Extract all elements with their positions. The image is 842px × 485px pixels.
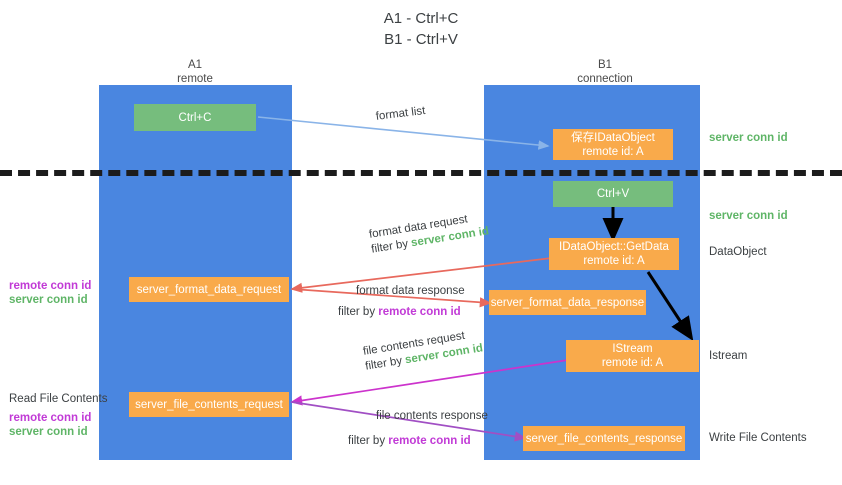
node-server-file-contents-response[interactable]: server_file_contents_response bbox=[523, 426, 685, 451]
phase-divider bbox=[0, 170, 842, 176]
annotation-read-file-contents: Read File Contents bbox=[9, 393, 108, 405]
node-ctrl-c[interactable]: Ctrl+C bbox=[134, 104, 256, 131]
arrow-file-contents-response bbox=[291, 401, 527, 442]
column-header-b1: B1 connection bbox=[540, 58, 670, 86]
annotation-server-conn-id-top: server conn id bbox=[709, 132, 788, 144]
annotation-remote-conn-id-2: remote conn id bbox=[9, 412, 92, 424]
arrow-format-data-response bbox=[291, 288, 492, 308]
node-istream[interactable]: IStream remote id: A bbox=[566, 340, 699, 372]
node-server-file-contents-request[interactable]: server_file_contents_request bbox=[129, 392, 289, 417]
node-server-format-data-response-label: server_format_data_response bbox=[490, 296, 645, 309]
edge-label-format-data-response: format data response bbox=[356, 284, 465, 299]
arrow-file-contents-request bbox=[290, 359, 569, 406]
annotation-write-file-contents: Write File Contents bbox=[709, 432, 807, 444]
node-idataobject-getdata-line2: remote id: A bbox=[583, 255, 645, 267]
column-a1-name: A1 bbox=[187, 59, 203, 71]
node-ctrl-v[interactable]: Ctrl+V bbox=[553, 181, 673, 207]
arrow-format-list bbox=[257, 116, 550, 150]
column-b1-sub: connection bbox=[577, 73, 633, 85]
node-server-format-data-response[interactable]: server_format_data_response bbox=[489, 290, 646, 315]
edge-label-format-data-response-filter: filter by remote conn id bbox=[338, 305, 461, 320]
edge-label-file-contents-response-text: file contents response bbox=[376, 410, 488, 422]
annotation-server-conn-id-2: server conn id bbox=[9, 426, 88, 438]
node-istream-line1: IStream bbox=[612, 343, 653, 355]
filter-key-remote-conn-id: remote conn id bbox=[388, 435, 471, 447]
node-save-idataobject-line1: 保存IDataObject bbox=[571, 131, 655, 144]
annotation-remote-conn-id-1: remote conn id bbox=[9, 280, 92, 292]
arrow-format-data-request bbox=[290, 257, 553, 293]
node-istream-line2: remote id: A bbox=[601, 357, 664, 369]
node-idataobject-getdata-line1: IDataObject::GetData bbox=[559, 241, 669, 253]
annotation-server-conn-id-mid: server conn id bbox=[709, 210, 788, 222]
filter-prefix: filter by bbox=[348, 435, 389, 447]
annotation-istream: Istream bbox=[709, 350, 748, 362]
annotation-dataobject: DataObject bbox=[709, 246, 767, 258]
column-header-a1: A1 remote bbox=[130, 58, 260, 86]
node-server-file-contents-request-label: server_file_contents_request bbox=[135, 398, 283, 411]
annotation-server-conn-id-1: server conn id bbox=[9, 294, 88, 306]
node-ctrl-v-label: Ctrl+V bbox=[596, 188, 630, 200]
node-server-file-contents-response-label: server_file_contents_response bbox=[525, 432, 683, 445]
diagram-title: A1 - Ctrl+C B1 - Ctrl+V bbox=[0, 8, 842, 50]
title-line-2: B1 - Ctrl+V bbox=[384, 31, 458, 48]
title-line-1: A1 - Ctrl+C bbox=[383, 10, 459, 27]
node-server-format-data-request[interactable]: server_format_data_request bbox=[129, 277, 289, 302]
filter-prefix: filter by bbox=[338, 306, 379, 318]
node-save-idataobject-line2: remote id: A bbox=[582, 145, 644, 158]
edge-label-file-contents-response: file contents response bbox=[376, 409, 488, 424]
node-ctrl-c-label: Ctrl+C bbox=[178, 111, 212, 124]
node-idataobject-getdata[interactable]: IDataObject::GetData remote id: A bbox=[549, 238, 679, 270]
edge-label-file-contents-response-filter: filter by remote conn id bbox=[348, 434, 471, 449]
column-a1-sub: remote bbox=[177, 73, 213, 85]
arrow-getdata-to-istream bbox=[646, 271, 694, 342]
edge-label-format-data-response-text: format data response bbox=[356, 285, 465, 297]
node-save-idataobject[interactable]: 保存IDataObject remote id: A bbox=[553, 129, 673, 160]
node-server-format-data-request-label: server_format_data_request bbox=[136, 283, 282, 296]
column-b1-name: B1 bbox=[597, 59, 613, 71]
filter-key-remote-conn-id: remote conn id bbox=[378, 306, 461, 318]
